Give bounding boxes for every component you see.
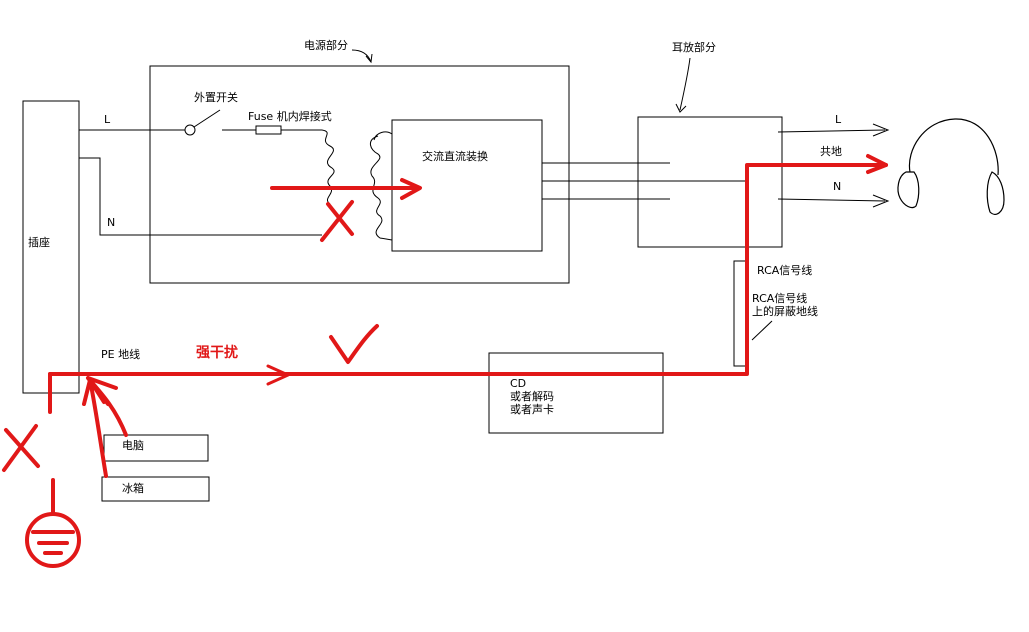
rca-signal-label: RCA信号线 [757, 264, 813, 277]
squiggle-wire-3 [373, 131, 393, 141]
power-section-box [149, 65, 570, 284]
cross-mark-icon-earth [2, 424, 40, 472]
rca-shield-label: RCA信号线 上的屏蔽地线 [752, 292, 818, 318]
fuse-symbol [255, 125, 282, 135]
fridge-box [101, 476, 210, 502]
ac-dc-box [391, 119, 543, 252]
amp-section-pointer [679, 57, 691, 111]
switch-contact [184, 124, 196, 136]
cd-box [488, 352, 664, 434]
cross-mark-icon-power [320, 200, 354, 242]
switch-lever [193, 109, 221, 128]
external-switch-label: 外置开关 [194, 91, 238, 104]
out-n-label: N [833, 180, 842, 193]
ac-dc-label: 交流直流装换 [422, 150, 488, 163]
amp-section-box [637, 116, 783, 248]
n-line [79, 157, 322, 236]
common-ground-arrowhead [866, 154, 888, 174]
interference-arrowhead [400, 178, 422, 200]
fridge-label: 冰箱 [122, 482, 144, 495]
strong-interference-label: 强干扰 [196, 345, 238, 361]
computer-box [103, 434, 209, 462]
squiggle-wire-1 [321, 129, 335, 205]
check-mark-icon [329, 324, 379, 364]
amp-section-label: 耳放部分 [672, 41, 716, 54]
rca-shield-pointer [751, 320, 773, 341]
earth-ground-icon [25, 512, 81, 568]
power-section-pointer [351, 49, 372, 63]
line-n-label: N [107, 216, 116, 229]
cd-box-label: CD 或者解码 或者声卡 [510, 377, 554, 416]
out-l-label: L [835, 113, 842, 126]
power-section-label: 电源部分 [304, 39, 348, 52]
computer-label: 电脑 [122, 439, 144, 452]
rca-cable-sheath [733, 260, 747, 367]
out-common-label: 共地 [820, 145, 842, 158]
pe-ground-path [48, 163, 888, 376]
socket-label: 插座 [28, 236, 50, 249]
fuse-label: Fuse 机内焊接式 [248, 110, 332, 123]
fridge-arrow [82, 378, 108, 478]
line-l-label: L [104, 113, 111, 126]
pe-ground-label: PE 地线 [101, 348, 141, 361]
headphone-icon [908, 118, 999, 176]
out-n-line [777, 198, 886, 202]
pe-direction-arrowhead [266, 364, 290, 386]
out-l-line [777, 129, 886, 133]
